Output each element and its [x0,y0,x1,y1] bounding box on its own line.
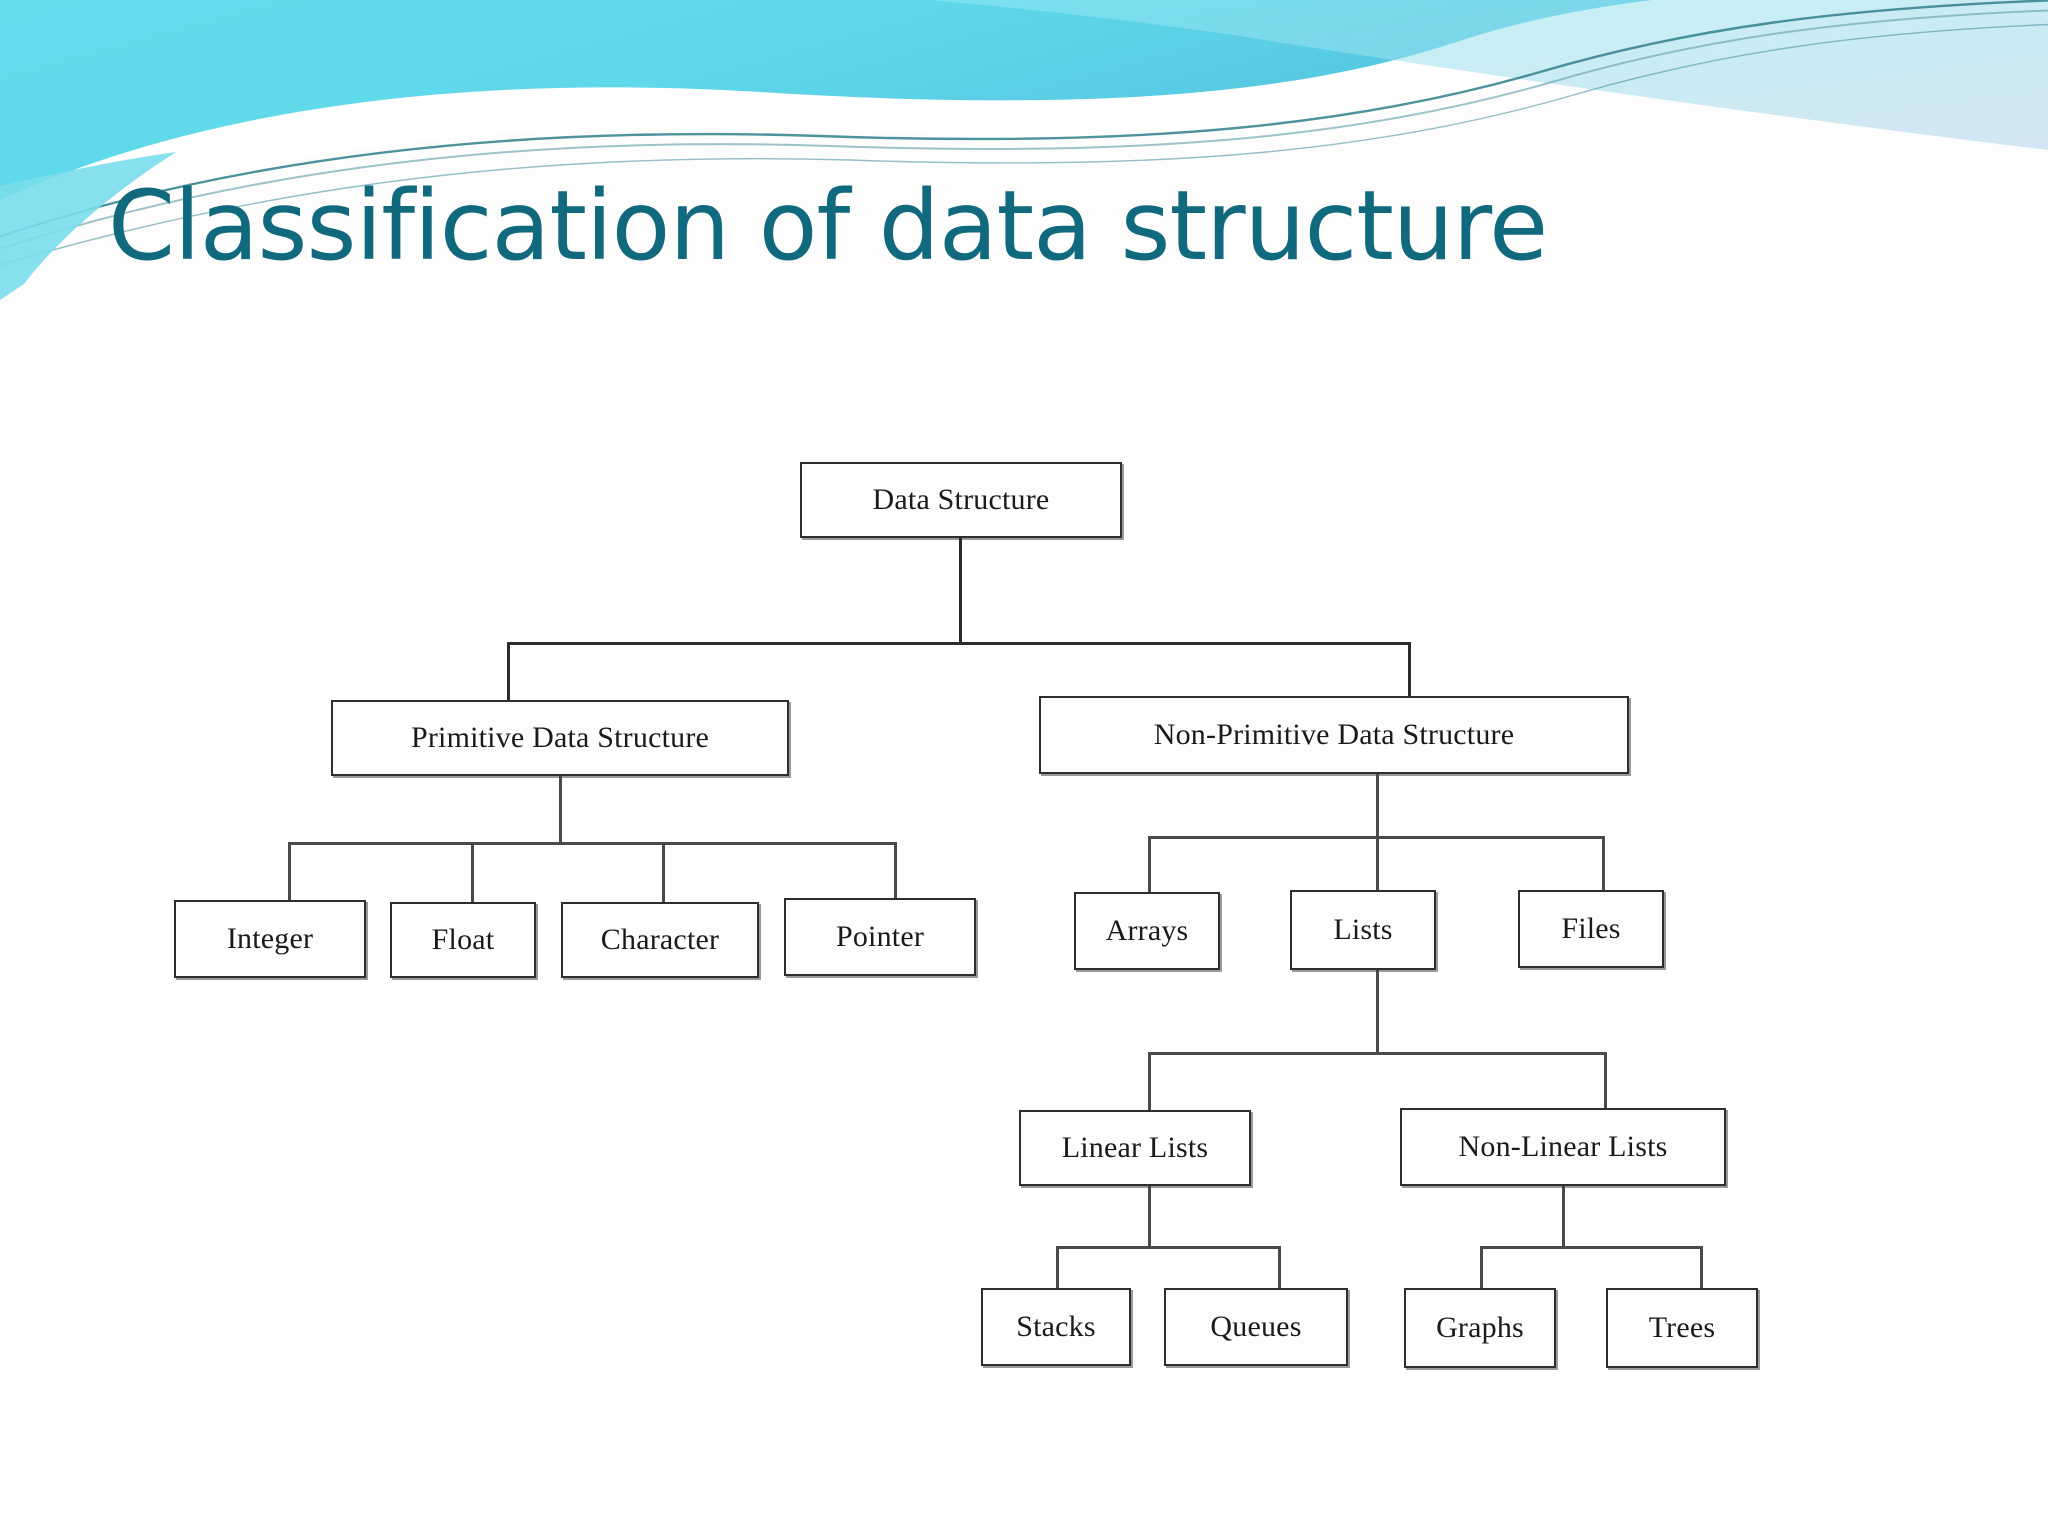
node-primitive-data-structure[interactable]: Primitive Data Structure [331,700,789,776]
node-files[interactable]: Files [1518,890,1664,968]
node-character[interactable]: Character [561,902,759,978]
edge-to-integer [288,842,291,902]
edge-linear-lists-bus [1056,1246,1280,1249]
node-label: Stacks [1016,1310,1096,1343]
node-graphs[interactable]: Graphs [1404,1288,1556,1368]
edge-lists-bus [1148,1052,1606,1055]
edge-to-stacks [1056,1246,1059,1290]
edge-non-primitive-stem [1376,774,1379,838]
edge-non-linear-lists-bus [1480,1246,1702,1249]
header-swoosh-graphic [0,0,2048,310]
node-label: Non-Primitive Data Structure [1153,718,1515,751]
edge-to-primitive [507,642,510,702]
node-pointer[interactable]: Pointer [784,898,976,976]
edge-to-non-linear-lists [1604,1052,1607,1112]
edge-to-float [471,842,474,902]
data-structure-classification-diagram: Data Structure Primitive Data Structure … [56,396,1992,1506]
node-label: Pointer [835,920,925,953]
node-label: Linear Lists [1061,1131,1209,1164]
edge-level1-bus [507,642,1411,645]
edge-to-non-primitive [1408,642,1411,702]
node-label: Arrays [1105,914,1189,947]
page-title: Classification of data structure [108,170,1548,282]
edge-non-linear-lists-stem [1562,1186,1565,1248]
edge-linear-lists-stem [1148,1186,1151,1248]
node-label: Files [1561,912,1621,945]
node-non-primitive-data-structure[interactable]: Non-Primitive Data Structure [1039,696,1629,774]
edge-to-character [662,842,665,902]
node-label: Queues [1210,1310,1302,1343]
header-decoration-band [0,0,2048,310]
node-label: Integer [226,922,314,955]
node-arrays[interactable]: Arrays [1074,892,1220,970]
node-label: Character [600,923,720,956]
edge-primitive-stem [559,776,562,844]
edge-primitive-bus [288,842,896,845]
edge-root-stem [959,538,962,644]
node-label: Non-Linear Lists [1458,1130,1668,1163]
node-integer[interactable]: Integer [174,900,366,978]
node-queues[interactable]: Queues [1164,1288,1348,1366]
node-data-structure[interactable]: Data Structure [800,462,1122,538]
edge-to-graphs [1480,1246,1483,1290]
edge-to-linear-lists [1148,1052,1151,1112]
edge-to-pointer [894,842,897,902]
node-label: Primitive Data Structure [410,721,710,754]
node-lists[interactable]: Lists [1290,890,1436,970]
node-label: Data Structure [872,483,1050,516]
node-label: Graphs [1436,1311,1524,1344]
edge-to-lists [1376,836,1379,894]
node-float[interactable]: Float [390,902,536,978]
node-label: Trees [1648,1311,1716,1344]
edge-to-trees [1700,1246,1703,1290]
edge-to-queues [1278,1246,1281,1290]
content-panel: Data Structure Primitive Data Structure … [56,396,1992,1506]
node-stacks[interactable]: Stacks [981,1288,1131,1366]
edge-to-files [1602,836,1605,894]
node-linear-lists[interactable]: Linear Lists [1019,1110,1251,1186]
node-label: Lists [1333,913,1393,946]
edge-lists-stem [1376,970,1379,1054]
edge-to-arrays [1148,836,1151,894]
node-trees[interactable]: Trees [1606,1288,1758,1368]
node-label: Float [431,923,495,956]
node-non-linear-lists[interactable]: Non-Linear Lists [1400,1108,1726,1186]
